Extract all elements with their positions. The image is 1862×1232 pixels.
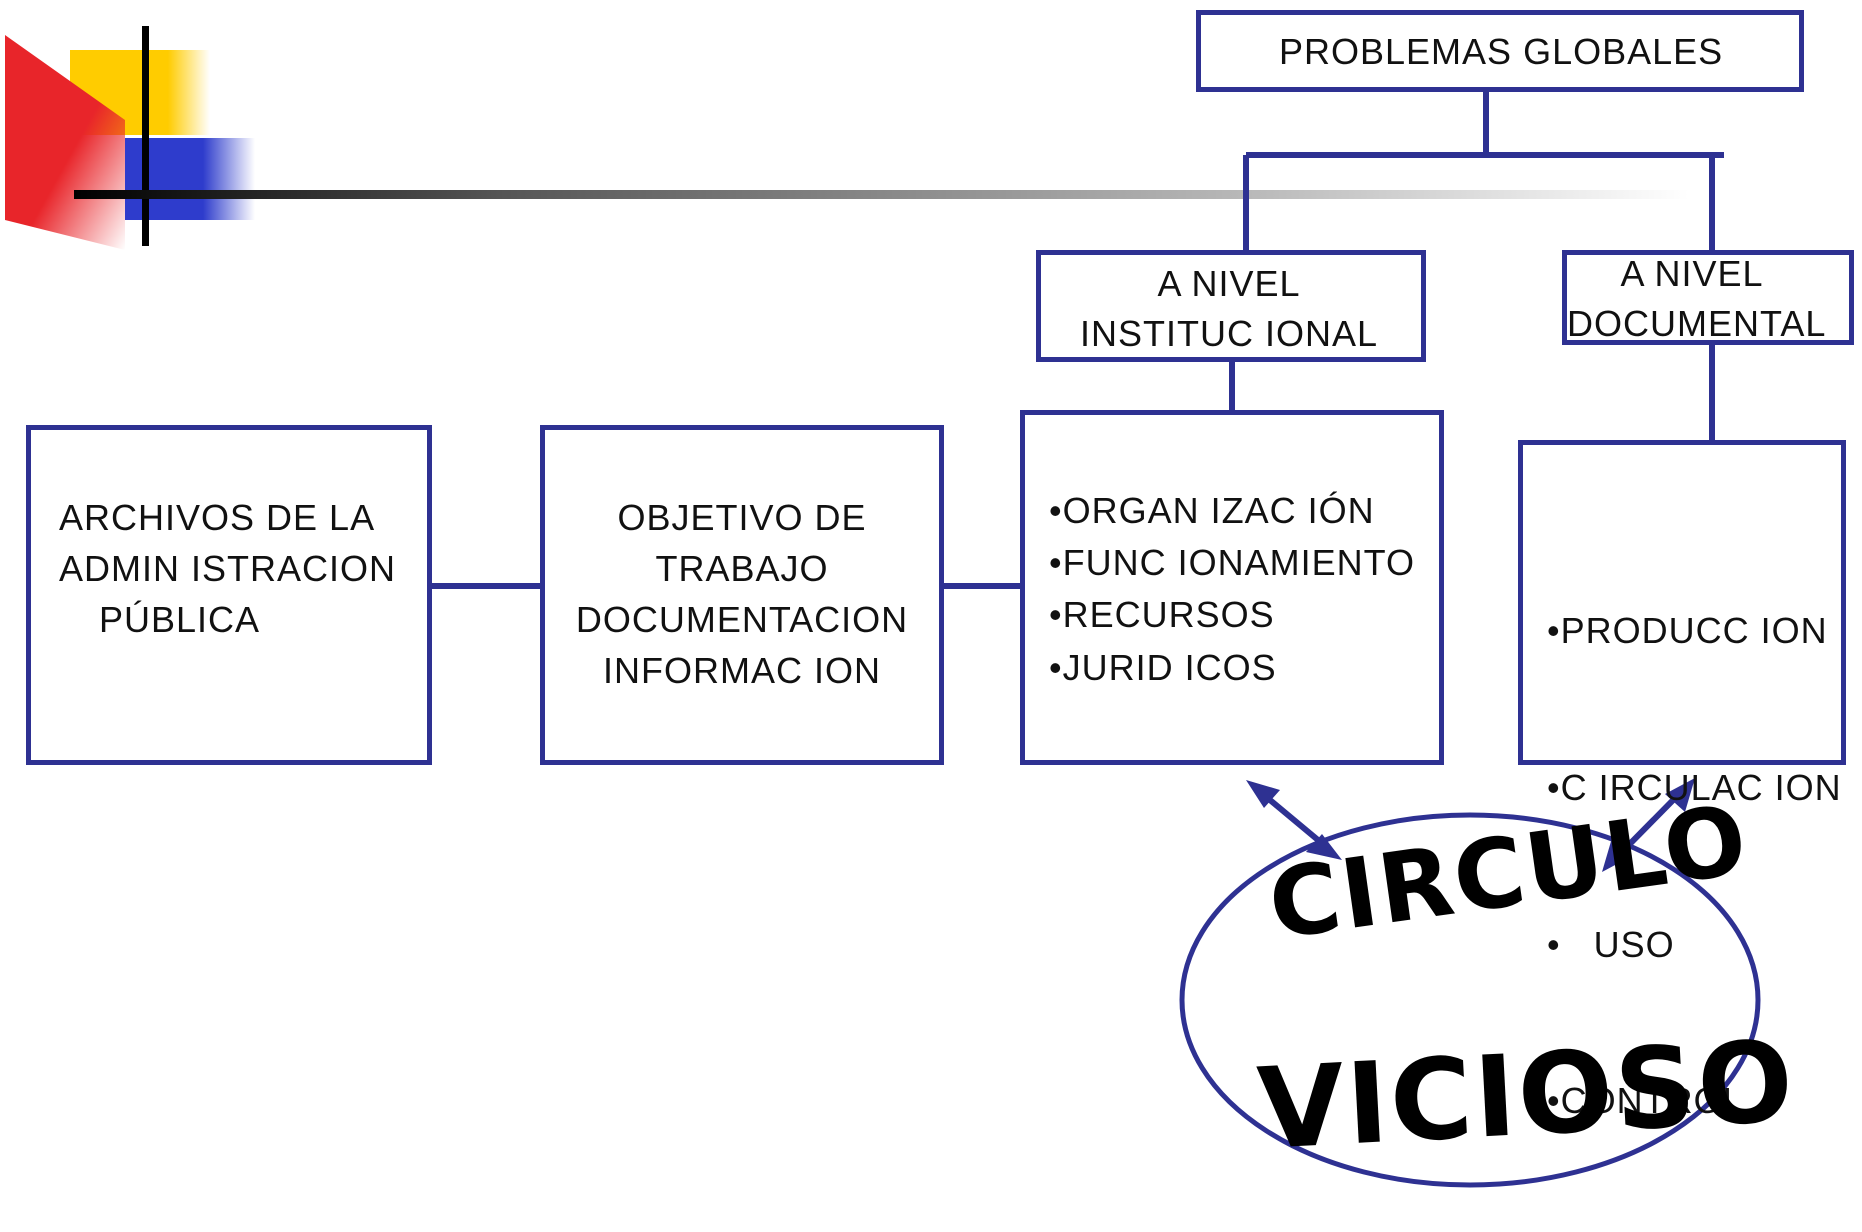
list-item: •CONTROL: [1547, 1080, 1744, 1122]
institucional-list-box: •ORGAN IZAC IÓN •FUNC IONAMIENTO •RECURS…: [1020, 410, 1444, 765]
archivos-line-1: ARCHIVOS DE LA: [59, 497, 376, 538]
bidirectional-arrow-left: [1246, 780, 1342, 860]
list-item: •RECURSOS: [1049, 594, 1275, 636]
objetivo-line-3: DOCUMENTACION: [575, 599, 909, 641]
archivos-line-2: ADMIN ISTRACION: [59, 548, 397, 590]
cycle-ellipse: [1179, 812, 1761, 1188]
nivel-documental-line-2: DOCUMENTAL: [1567, 303, 1827, 345]
problemas-globales-box: PROBLEMAS GLOBALES: [1196, 10, 1804, 92]
connector-lines: [430, 92, 1761, 1188]
documental-list: •PRODUCC ION •C IRCULAC ION • USO •CONTR…: [1547, 501, 1842, 1232]
bidirectional-arrow-right: [1602, 778, 1695, 872]
documental-list-box: •PRODUCC ION •C IRCULAC ION • USO •CONTR…: [1518, 440, 1846, 1121]
list-item: •C IRCULAC ION: [1547, 766, 1842, 808]
nivel-documental-line-1: A NIVEL: [1620, 253, 1764, 294]
list-item: •FUNC IONAMIENTO: [1049, 542, 1415, 584]
logo-vertical-bar: [142, 26, 149, 246]
nivel-institucional-line-2: INSTITUC IONAL: [1079, 313, 1379, 355]
list-item: • USO: [1547, 923, 1675, 965]
archivos-box: ARCHIVOS DE LA ADMIN ISTRACION PÚBLICA: [26, 425, 432, 765]
archivos-line-3: PÚBLICA: [99, 599, 261, 641]
objetivo-line-4: INFORMAC ION: [603, 650, 881, 692]
nivel-documental-box: A NIVEL DOCUMENTAL: [1562, 250, 1854, 345]
problemas-globales-label: PROBLEMAS GLOBALES: [1279, 31, 1724, 72]
objetivo-box: OBJETIVO DE TRABAJO DOCUMENTACION INFORM…: [540, 425, 944, 765]
list-item: •JURID ICOS: [1049, 646, 1277, 688]
header-rule: [74, 190, 1774, 199]
objetivo-line-2: TRABAJO: [655, 548, 829, 590]
nivel-institucional-box: A NIVEL INSTITUC IONAL: [1036, 250, 1426, 362]
institucional-list: •ORGAN IZAC IÓN •FUNC IONAMIENTO •RECURS…: [1049, 485, 1415, 694]
list-item: •ORGAN IZAC IÓN: [1049, 490, 1375, 531]
objetivo-line-1: OBJETIVO DE: [617, 497, 867, 538]
nivel-institucional-line-1: A NIVEL: [1157, 263, 1301, 304]
list-item: •PRODUCC ION: [1547, 610, 1828, 652]
